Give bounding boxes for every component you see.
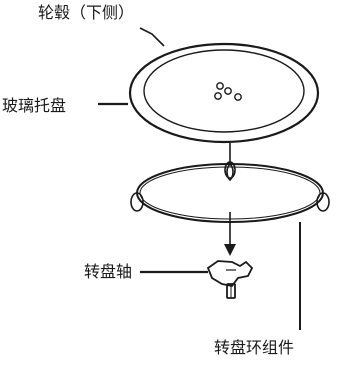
ring-to-shaft-connector [224, 212, 236, 256]
glass-tray [128, 42, 320, 144]
hub-label: 轮毂（下侧） [38, 3, 135, 22]
turntable-shaft [206, 260, 254, 299]
shaft-label: 转盘轴 [84, 262, 133, 281]
ring-rollers [130, 161, 330, 212]
down-arrow-icon [224, 244, 236, 256]
hub-bumps [214, 82, 242, 101]
glass-tray-label: 玻璃托盘 [2, 96, 67, 115]
hub-leader-line [139, 27, 165, 47]
tray-to-ring-connector [226, 143, 234, 182]
ring-assembly-label: 转盘环组件 [214, 338, 295, 357]
